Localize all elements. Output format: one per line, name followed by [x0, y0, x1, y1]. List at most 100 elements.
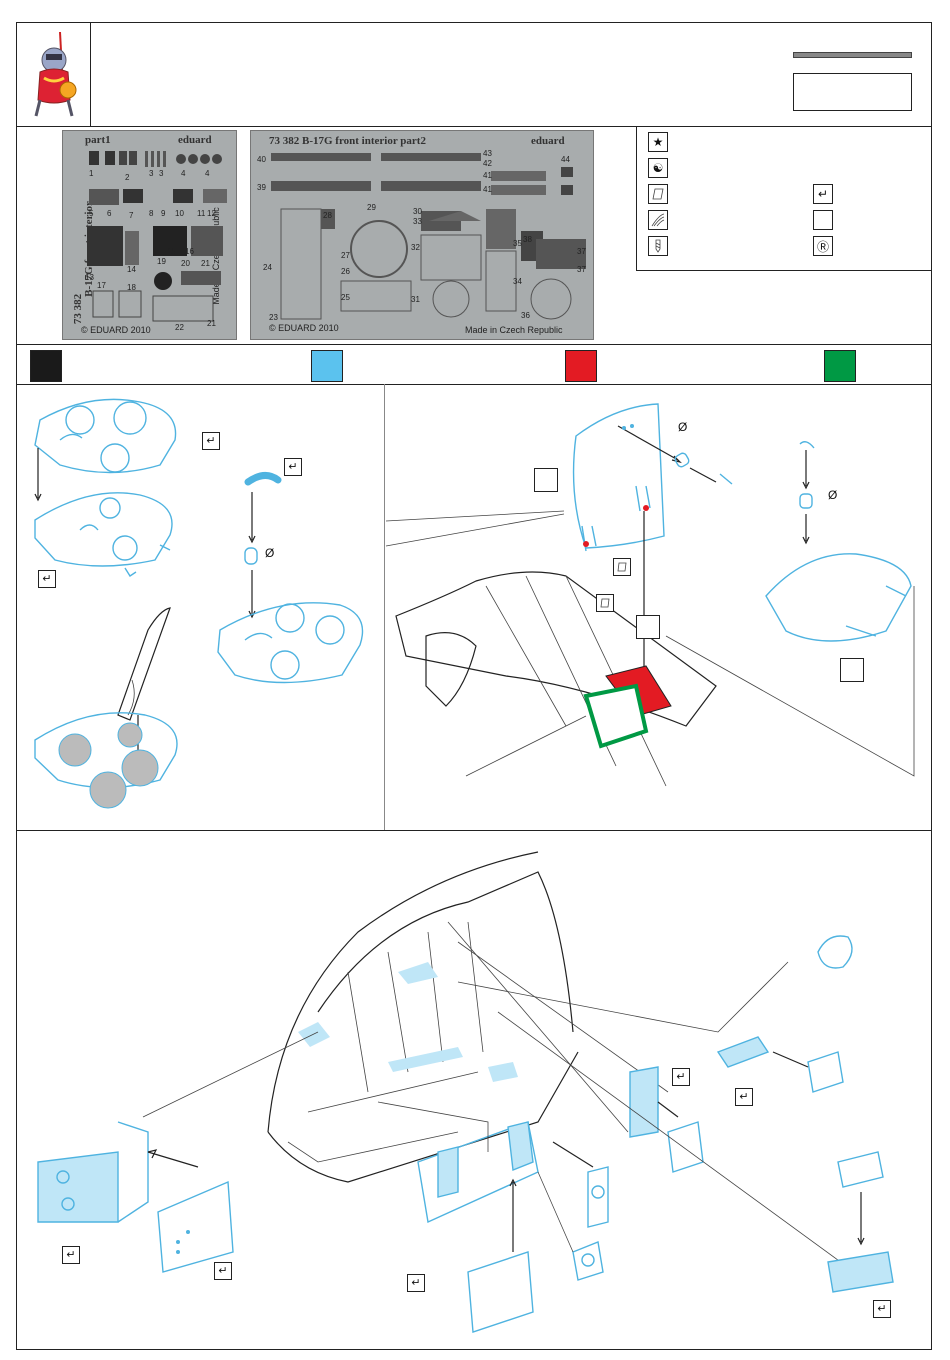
part-number: 27: [341, 251, 350, 260]
fold-icon: [596, 594, 614, 612]
part-number: 18: [127, 283, 136, 292]
r-circle-icon: Ⓡ: [813, 236, 833, 256]
part-number: 16: [185, 247, 194, 256]
diameter-icon: Ø: [828, 488, 838, 502]
title-box: [793, 73, 912, 111]
part-number: 35: [513, 239, 522, 248]
diameter-icon: Ø: [678, 420, 688, 434]
step-panel-right-drawing: [385, 403, 915, 787]
page-frame: [16, 22, 932, 1350]
part-number: 44: [561, 155, 570, 164]
part-number: 31: [411, 295, 420, 304]
color-swatch-green: [824, 350, 856, 382]
done-check-icon: ↵: [284, 458, 302, 476]
part-number: 41: [483, 171, 492, 180]
part-number: 43: [483, 149, 492, 158]
part-number: 19: [157, 257, 166, 266]
part-number: 42: [483, 159, 492, 168]
part-number: 34: [513, 277, 522, 286]
part-number: 29: [367, 203, 376, 212]
divider-header: [16, 126, 932, 127]
done-check-icon: ↵: [214, 1262, 232, 1280]
part-number: 25: [341, 293, 350, 302]
part-number: 40: [257, 155, 266, 164]
drill-icon: [648, 236, 668, 256]
part-number: 22: [175, 323, 184, 332]
bend-icon: [648, 210, 668, 230]
color-swatch-black: [30, 350, 62, 382]
part-number: 32: [411, 243, 420, 252]
divider-steps-mid: [384, 384, 385, 830]
part-number: 9: [161, 209, 166, 218]
step-panel-left-drawing: [34, 398, 364, 809]
sheet2-made-in: Made in Czech Republic: [465, 325, 563, 335]
part-number: 2: [125, 173, 130, 182]
part-number: 36: [521, 311, 530, 320]
part-number: 20: [181, 259, 190, 268]
part-number: 23: [269, 313, 278, 322]
sheet1-parts-drawing: [87, 151, 227, 322]
sheet1-brand: eduard: [178, 134, 212, 146]
diameter-icon: Ø: [265, 546, 275, 560]
part-number: 24: [263, 263, 272, 272]
star-icon: ★: [648, 132, 668, 152]
square-icon: [813, 210, 833, 230]
part-number: 8: [149, 209, 154, 218]
sheet1-part-label: part1: [85, 134, 111, 146]
part-number: 12: [207, 209, 216, 218]
sheet2-brand: eduard: [531, 135, 565, 147]
done-check-icon: ↵: [62, 1246, 80, 1264]
sheet2-parts-drawing: [271, 153, 586, 320]
part-number: 10: [175, 209, 184, 218]
fret-sheet-part2: 73 382 B-17G front interior part2 eduard…: [250, 130, 594, 340]
sheet2-title: 73 382 B-17G front interior part2: [269, 135, 426, 147]
part-number: 38: [523, 235, 532, 244]
part-number: 37: [577, 247, 586, 256]
part-number: 21: [201, 259, 210, 268]
step-marker-box: [840, 658, 864, 682]
sheet2-copyright: © EDUARD 2010: [269, 323, 339, 333]
part-number: 14: [127, 265, 136, 274]
part-number: 4: [181, 169, 186, 178]
color-swatch-blue: [311, 350, 343, 382]
fret-sheet-part1: part1 eduard B-17G front interior 73 382…: [62, 130, 237, 340]
done-check-icon: ↵: [38, 570, 56, 588]
part-number: 6: [107, 209, 112, 218]
part-number: 13: [85, 273, 94, 282]
sheet1-copyright: © EDUARD 2010: [81, 325, 151, 335]
part-number: 30: [413, 207, 422, 216]
divider-logo: [90, 22, 91, 126]
divider-steps: [16, 830, 932, 831]
part-number: 11: [197, 209, 206, 218]
done-check-icon: ↵: [873, 1300, 891, 1318]
part-number: 1: [89, 169, 94, 178]
part-number: 21: [207, 319, 216, 328]
step-marker-box: [534, 468, 558, 492]
divider-sheets: [16, 344, 932, 345]
knight-logo-icon: [34, 31, 77, 117]
divider-legend: [636, 126, 637, 270]
part-number: 39: [257, 183, 266, 192]
part-number: 15: [167, 247, 176, 256]
done-check-icon: ↵: [735, 1088, 753, 1106]
part-number: 17: [97, 281, 106, 290]
fuselage-interior-drawing: [37, 851, 894, 1333]
yin-yang-icon: ☯: [648, 158, 668, 178]
part-number: 5: [89, 209, 94, 218]
part-number: 3: [159, 169, 164, 178]
checkmark-icon: ↵: [813, 184, 833, 204]
part-number: 33: [413, 217, 422, 226]
part-number: 26: [341, 267, 350, 276]
part-number: 7: [129, 211, 134, 220]
fold-icon: [613, 558, 631, 576]
done-check-icon: ↵: [672, 1068, 690, 1086]
part-number: 37: [577, 265, 586, 274]
color-swatch-red: [565, 350, 597, 382]
part-number: 28: [323, 211, 332, 220]
part-number: 4: [205, 169, 210, 178]
done-check-icon: ↵: [407, 1274, 425, 1292]
done-check-icon: ↵: [202, 432, 220, 450]
title-bar: [793, 52, 912, 58]
part-number: 3: [149, 169, 154, 178]
fold-icon: [648, 184, 668, 204]
